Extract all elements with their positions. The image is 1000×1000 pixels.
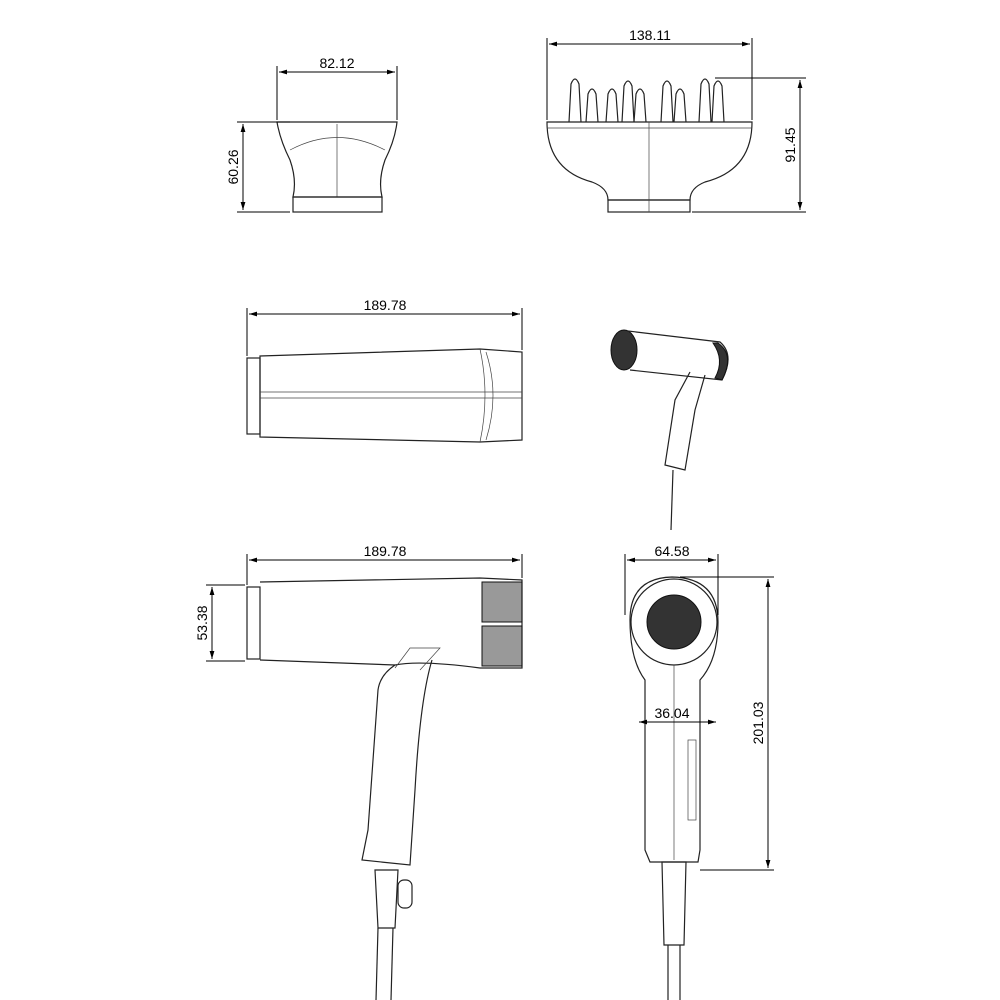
diffuser-prong (605, 88, 619, 123)
front-width-label: 64.58 (654, 543, 689, 559)
diffuser-prong (660, 80, 674, 123)
diffuser-view: 138.11 91.45 (546, 27, 806, 213)
diffuser-height-label: 91.45 (782, 127, 798, 162)
handle-width-label: 36.04 (654, 705, 689, 721)
nozzle-view: 82.12 60.26 (225, 55, 398, 213)
front-height-label: 201.03 (750, 701, 766, 744)
diffuser-prong (633, 88, 647, 123)
body-top-length-label: 189.78 (364, 297, 407, 313)
diffuser-prong (698, 78, 712, 123)
front-view: 64.58 36.04 201.03 (624, 543, 774, 1000)
diffuser-width-label: 138.11 (629, 27, 671, 43)
body-side-view: 189.78 53.38 (194, 543, 523, 1000)
diffuser-prong (568, 78, 582, 123)
body-side-length-label: 189.78 (364, 543, 407, 559)
nozzle-height-label: 60.26 (225, 149, 241, 184)
diffuser-prong (585, 88, 599, 123)
diffuser-prong (711, 80, 725, 123)
body-top-view: 189.78 (246, 297, 523, 443)
body-side-height-label: 53.38 (194, 605, 210, 640)
diffuser-prong (673, 88, 687, 123)
diffuser-prong (621, 80, 635, 123)
perspective-view (610, 329, 729, 531)
nozzle-width-label: 82.12 (319, 55, 354, 71)
